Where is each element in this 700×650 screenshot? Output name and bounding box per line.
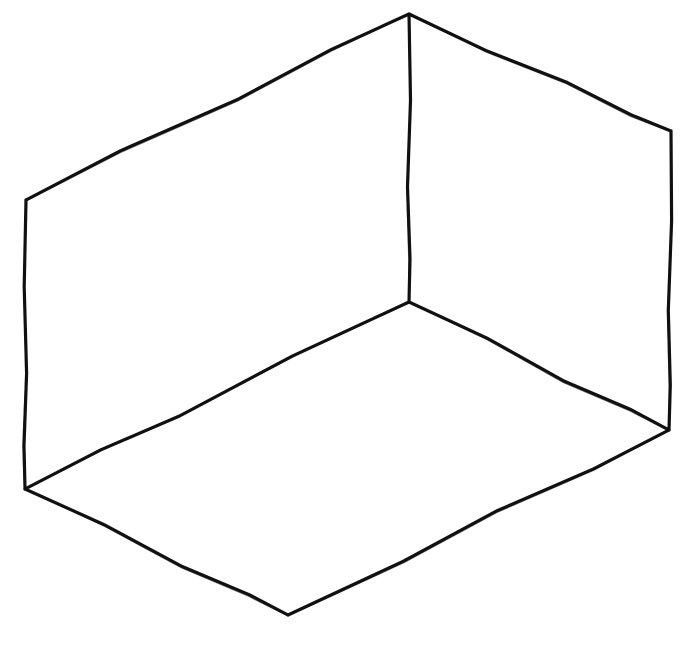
edge-inner-left-texture bbox=[23, 302, 411, 491]
edge-top-left bbox=[24, 12, 411, 202]
edge-top-right bbox=[407, 12, 673, 133]
edge-inner-right bbox=[407, 300, 671, 432]
edge-top-right-texture bbox=[409, 14, 671, 133]
edge-right-vertical-texture bbox=[666, 131, 673, 432]
edge-top-left-texture bbox=[26, 14, 409, 202]
box-edges bbox=[22, 12, 674, 617]
edge-bottom-right-texture bbox=[288, 430, 669, 617]
edge-bottom-left bbox=[23, 487, 290, 617]
edge-bottom-right bbox=[286, 428, 671, 617]
edge-left-vertical-texture bbox=[22, 200, 28, 491]
edge-back-vertical-texture bbox=[406, 14, 411, 304]
edge-bottom-left-texture bbox=[25, 489, 288, 617]
edge-inner-right-texture bbox=[409, 302, 669, 432]
